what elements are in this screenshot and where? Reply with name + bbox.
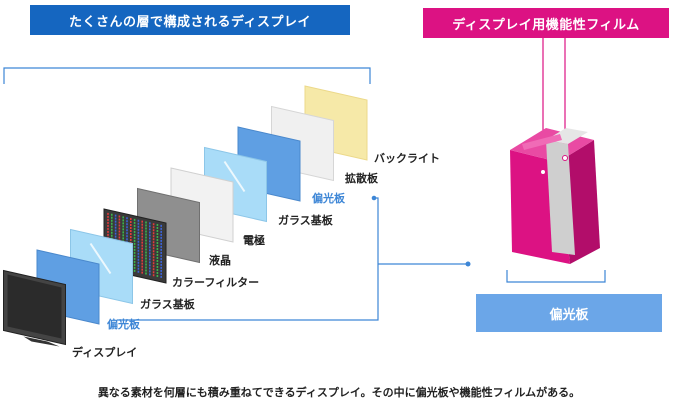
- label-electrode: 電極: [243, 234, 265, 247]
- label-color-filter: カラーフィルター: [172, 276, 260, 289]
- film-header: ディスプレイ用機能性フィルム: [423, 8, 669, 38]
- film-bracket: [506, 270, 606, 283]
- layers-header: たくさんの層で構成されるディスプレイ: [30, 5, 350, 35]
- label-polarizer-back: 偏光板: [312, 192, 345, 205]
- layer-display: [3, 269, 66, 347]
- label-glass-front: ガラス基板: [140, 298, 195, 311]
- label-liquid-crystal: 液晶: [209, 254, 231, 267]
- film-block: [510, 128, 600, 264]
- label-display: ディスプレイ: [72, 346, 138, 359]
- polarizer-box: 偏光板: [476, 294, 662, 332]
- layers-bracket: [3, 67, 371, 84]
- label-backlight: バックライト: [374, 152, 440, 165]
- label-glass-back: ガラス基板: [278, 214, 333, 227]
- label-polarizer-front: 偏光板: [107, 318, 140, 331]
- label-diffuser: 拡散板: [345, 172, 378, 185]
- caption: 異なる素材を何層にも積み重ねてできるディスプレイ。その中に偏光板や機能性フィルム…: [97, 386, 581, 399]
